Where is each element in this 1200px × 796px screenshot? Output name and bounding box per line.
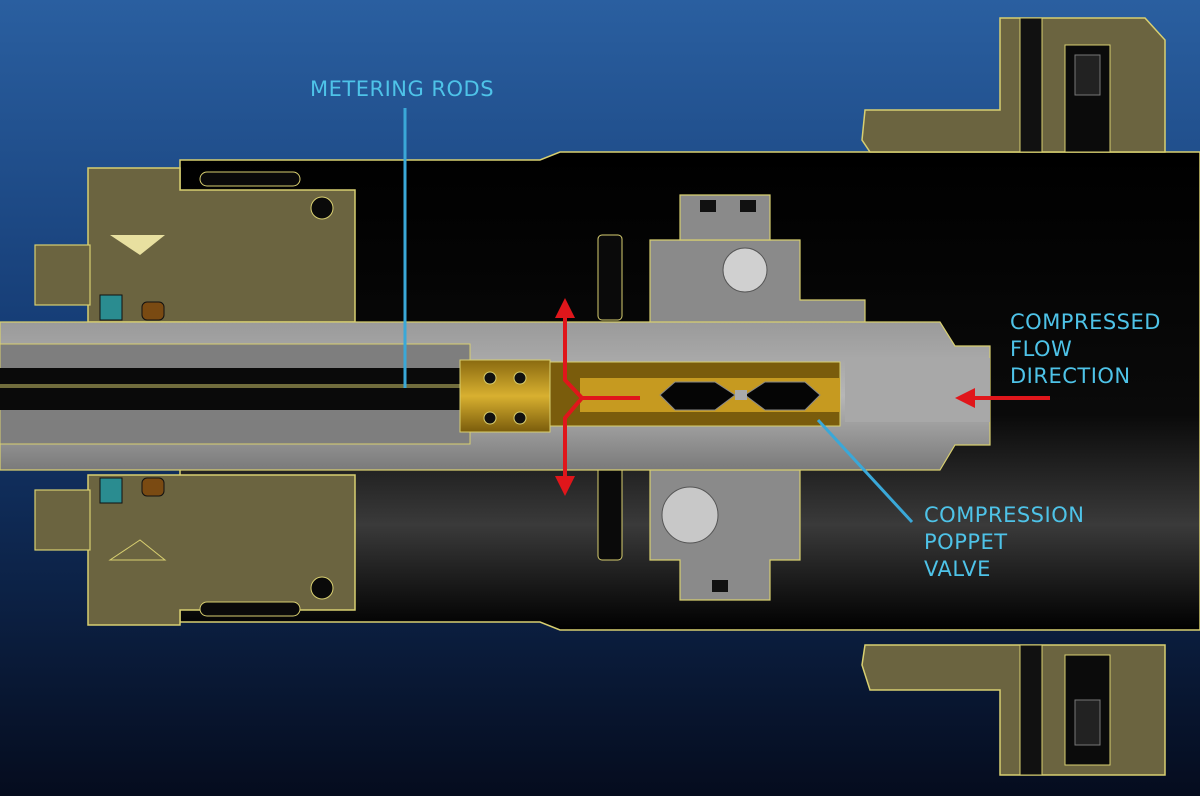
top-right-bracket bbox=[861, 17, 1166, 153]
compression-poppet-label-line-3: VALVE bbox=[924, 557, 991, 581]
seal-head bbox=[34, 167, 356, 626]
compression-poppet-label-line-1: COMPRESSION bbox=[924, 503, 1085, 527]
bottom-right-bracket bbox=[861, 644, 1166, 776]
compression-poppet-leader bbox=[816, 418, 914, 524]
metering-rods-label-line: METERING RODS bbox=[310, 77, 495, 101]
flow-arrow-path bbox=[563, 312, 640, 482]
compressed-flow-label-line-3: DIRECTION bbox=[1010, 364, 1131, 388]
compressed-flow-label: COMPRESSED FLOW DIRECTION bbox=[1010, 309, 1161, 390]
compressed-flow-label-line-1: COMPRESSED bbox=[1010, 310, 1161, 334]
flow-arrows bbox=[555, 298, 1050, 496]
compressed-flow-label-line-2: FLOW bbox=[1010, 337, 1073, 361]
compression-poppet-label-line-2: POPPET bbox=[924, 530, 1008, 554]
metering-rods-label: METERING RODS bbox=[310, 76, 494, 103]
compression-poppet-label: COMPRESSION POPPET VALVE bbox=[924, 502, 1084, 583]
poppet-valve bbox=[659, 381, 821, 411]
piston-housing bbox=[597, 194, 866, 601]
